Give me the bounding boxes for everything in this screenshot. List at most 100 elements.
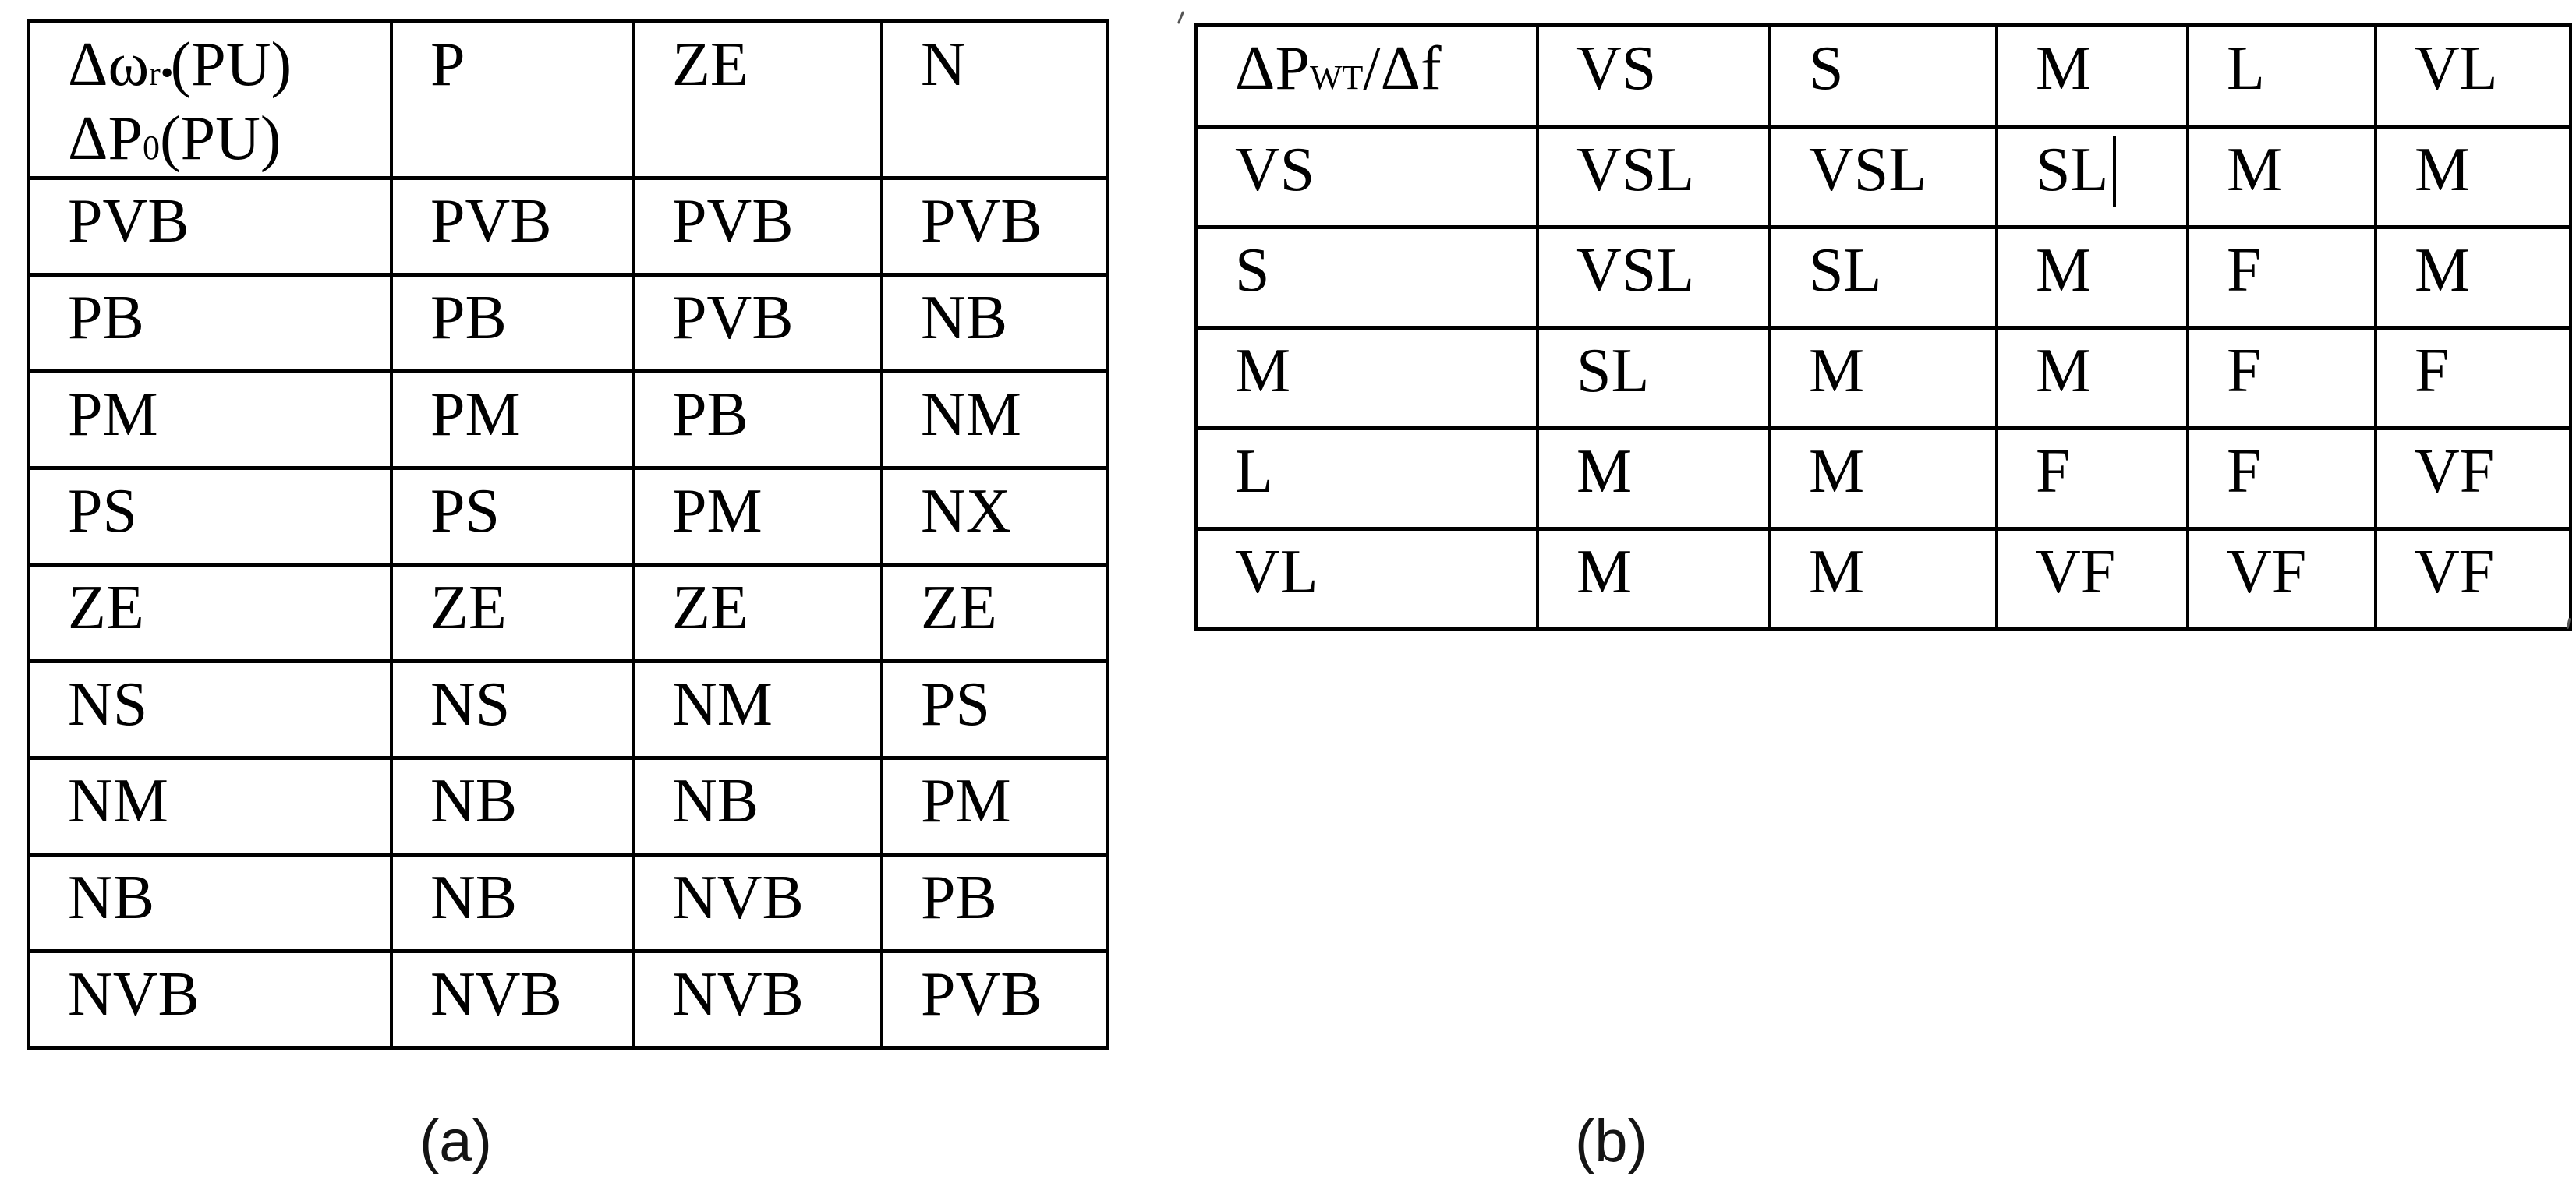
rule-cell[interactable]: PB [390,273,635,373]
rule-cell[interactable]: M [2186,125,2377,229]
rule-cell[interactable]: NM [632,659,883,760]
wt-subscript: WT [1309,58,1364,97]
table-row: NVB NVB NVB PVB [27,949,1109,1050]
table-b-header-row: ΔPWT/Δf VS S M L VL [1194,23,2572,129]
rule-cell[interactable]: VF [2374,426,2572,531]
rule-cell[interactable]: F [2186,225,2377,330]
rule-cell[interactable]: NB [880,273,1109,373]
per-delta-f-label: /Δf [1363,34,1442,103]
row-label-cell[interactable]: PS [27,466,393,567]
rule-cell[interactable]: NVB [632,853,883,953]
col-header-cell[interactable]: ZE [632,19,883,180]
rule-cell[interactable]: PVB [632,273,883,373]
table-row: NB NB NVB PB [27,853,1109,953]
rule-cell[interactable]: F [2186,326,2377,430]
omega-subscript: r [149,55,161,93]
rule-cell[interactable]: VSL [1768,125,1998,229]
rule-cell[interactable]: PVB [880,176,1109,277]
row-label-cell[interactable]: NS [27,659,393,760]
delta-p-symbol: ΔP [1235,34,1310,103]
rule-cell[interactable]: VSL [1536,125,1771,229]
fuzzy-rule-table-b: ΔPWT/Δf VS S M L VL VS VSL VSL SL M M S … [1194,23,2572,631]
rule-cell[interactable]: PM [880,756,1109,857]
rule-cell[interactable]: PVB [390,176,635,277]
rule-cell[interactable]: PS [390,466,635,567]
rule-cell[interactable]: PVB [880,949,1109,1050]
rule-cell[interactable]: NVB [632,949,883,1050]
rule-cell[interactable]: M [1768,527,1998,631]
table-a-corner-cell[interactable]: Δωr•(PU) ΔP0(PU) [27,19,393,180]
row-label-cell[interactable]: L [1194,426,1539,531]
rule-cell[interactable]: PM [632,466,883,567]
rule-cell[interactable]: NS [390,659,635,760]
rule-cell[interactable]: NB [390,756,635,857]
col-header-cell[interactable]: VS [1536,23,1771,129]
rule-cell[interactable]: VF [1995,527,2189,631]
pu-unit-label: (PU) [170,30,292,99]
rule-cell[interactable]: F [1995,426,2189,531]
row-label-cell[interactable]: M [1194,326,1539,430]
rule-cell[interactable]: NB [390,853,635,953]
table-row: PB PB PVB NB [27,273,1109,373]
row-label-cell[interactable]: ZE [27,563,393,663]
rule-cell[interactable]: NB [632,756,883,857]
rule-cell[interactable]: NVB [390,949,635,1050]
row-label-cell[interactable]: NM [27,756,393,857]
rule-cell[interactable]: M [2374,225,2572,330]
delta-omega-symbol: Δω [68,30,150,99]
rule-cell[interactable]: M [1536,527,1771,631]
rule-cell[interactable]: F [2186,426,2377,531]
row-label-cell[interactable]: PB [27,273,393,373]
rule-cell[interactable]: NX [880,466,1109,567]
row-label-cell[interactable]: VL [1194,527,1539,631]
corner-line-delta-omega: Δωr•(PU) [68,28,384,102]
rule-cell[interactable]: PVB [632,176,883,277]
row-label-cell[interactable]: PVB [27,176,393,277]
rule-cell[interactable]: PM [390,369,635,470]
fuzzy-rule-table-a: Δωr•(PU) ΔP0(PU) P ZE N PVB PVB PVB PVB … [27,19,1109,1050]
table-row: M SL M M F F [1194,326,2572,430]
col-header-cell[interactable]: VL [2374,23,2572,129]
rule-cell[interactable]: PB [632,369,883,470]
col-header-cell[interactable]: M [1995,23,2189,129]
p-zero-subscript: 0 [142,129,160,167]
corner-line-delta-p0: ΔP0(PU) [68,102,384,175]
table-b-corner-cell[interactable]: ΔPWT/Δf [1194,23,1539,129]
table-row: NM NB NB PM [27,756,1109,857]
table-row: NS NS NM PS [27,659,1109,760]
rule-cell[interactable]: ZE [880,563,1109,663]
rule-cell[interactable]: M [1995,225,2189,330]
rule-cell-text: SL [2036,136,2109,204]
rule-cell[interactable]: SL [1995,125,2189,229]
col-header-cell[interactable]: S [1768,23,1998,129]
table-row: PS PS PM NX [27,466,1109,567]
rule-cell[interactable]: ZE [390,563,635,663]
rule-cell[interactable]: SL [1536,326,1771,430]
table-row: L M M F F VF [1194,426,2572,531]
rule-cell[interactable]: M [1995,326,2189,430]
caption-b[interactable]: (b) [1575,1108,1647,1175]
row-label-cell[interactable]: S [1194,225,1539,330]
rule-cell[interactable]: M [2374,125,2572,229]
rule-cell[interactable]: M [1768,426,1998,531]
rule-cell[interactable]: VSL [1536,225,1771,330]
row-label-cell[interactable]: NB [27,853,393,953]
row-label-cell[interactable]: VS [1194,125,1539,229]
delta-p-symbol: ΔP [68,104,143,173]
rule-cell[interactable]: F [2374,326,2572,430]
col-header-cell[interactable]: P [390,19,635,180]
row-label-cell[interactable]: NVB [27,949,393,1050]
rule-cell[interactable]: M [1536,426,1771,531]
rule-cell[interactable]: VF [2186,527,2377,631]
row-label-cell[interactable]: PM [27,369,393,470]
rule-cell[interactable]: VF [2374,527,2572,631]
rule-cell[interactable]: SL [1768,225,1998,330]
col-header-cell[interactable]: L [2186,23,2377,129]
rule-cell[interactable]: ZE [632,563,883,663]
rule-cell[interactable]: NM [880,369,1109,470]
caption-a[interactable]: (a) [419,1108,492,1175]
rule-cell[interactable]: PB [880,853,1109,953]
col-header-cell[interactable]: N [880,19,1109,180]
rule-cell[interactable]: M [1768,326,1998,430]
rule-cell[interactable]: PS [880,659,1109,760]
